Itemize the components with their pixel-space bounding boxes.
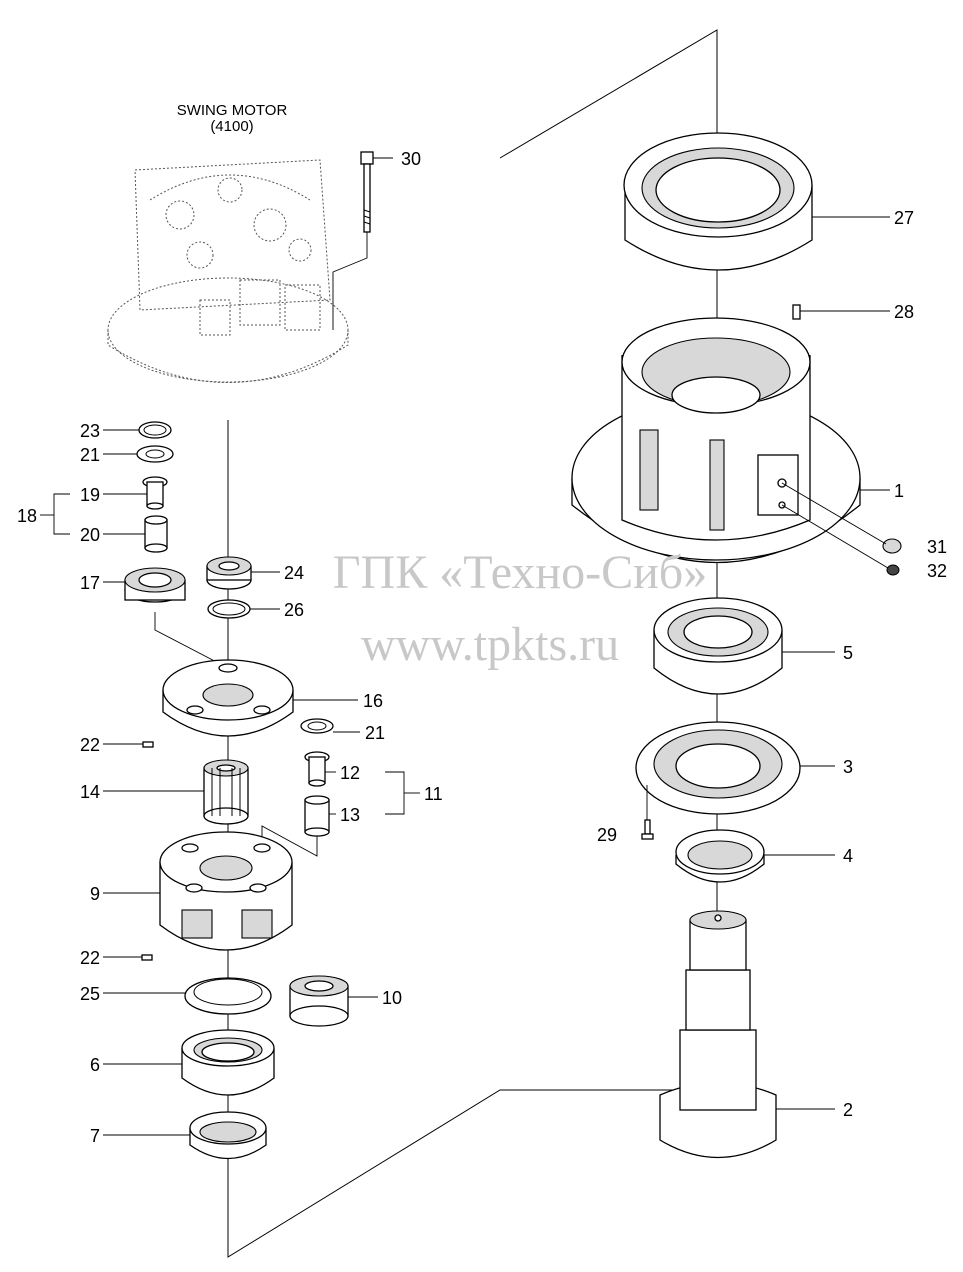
- callout-12: 12: [340, 763, 360, 783]
- callout-labels: 30 23 21 19 20 18 17 24 26 16 21 22 12 1…: [17, 149, 947, 1146]
- bushing-axis: [261, 825, 318, 857]
- callout-19: 19: [80, 485, 100, 505]
- part-6-bearing: [181, 1029, 275, 1096]
- callout-2: 2: [843, 1100, 853, 1120]
- callout-26: 26: [284, 600, 304, 620]
- callout-10: 10: [382, 988, 402, 1008]
- part-24-gear: [206, 556, 252, 590]
- part-14-gear: [203, 759, 249, 825]
- callout-31: 31: [927, 537, 947, 557]
- part-21-washer-lower: [300, 718, 334, 734]
- carrier-axis-upper: [154, 612, 229, 669]
- callout-20: 20: [80, 525, 100, 545]
- callout-5: 5: [843, 643, 853, 663]
- part-27-ring-gear: [623, 132, 813, 271]
- part-12-bushing: [304, 751, 330, 787]
- part-3-plate: [635, 721, 801, 815]
- callout-21-upper: 21: [80, 445, 100, 465]
- callout-14: 14: [80, 782, 100, 802]
- part-22-pin-lower: [141, 954, 153, 961]
- callout-18: 18: [17, 506, 37, 526]
- swing-motor-ghost: [107, 159, 349, 383]
- callout-24: 24: [284, 563, 304, 583]
- part-25-ring: [184, 977, 272, 1015]
- callout-22-upper: 22: [80, 735, 100, 755]
- part-32-plug: [886, 564, 900, 576]
- callout-29: 29: [597, 825, 617, 845]
- callout-27: 27: [894, 208, 914, 228]
- callout-9: 9: [90, 884, 100, 904]
- callout-30: 30: [401, 149, 421, 169]
- part-13-bushing: [304, 795, 330, 837]
- callout-4: 4: [843, 846, 853, 866]
- bolt-30-axis: [332, 232, 368, 330]
- part-7-seal: [189, 1111, 267, 1160]
- callout-23: 23: [80, 421, 100, 441]
- part-10-gear: [289, 975, 349, 1027]
- part-19-bushing: [142, 476, 168, 510]
- part-29-bolt: [641, 819, 654, 840]
- callout-3: 3: [843, 757, 853, 777]
- callout-21-lower: 21: [365, 723, 385, 743]
- callout-1: 1: [894, 481, 904, 501]
- part-2-pinion-shaft: [659, 910, 777, 1159]
- part-21-washer: [136, 445, 174, 463]
- callout-13: 13: [340, 805, 360, 825]
- part-17-gear: [124, 567, 186, 603]
- swing-motor-title: SWING MOTOR: [177, 102, 288, 119]
- swing-motor-code: (4100): [210, 118, 253, 135]
- leader-lines: [40, 157, 890, 1136]
- callout-11: 11: [424, 784, 443, 804]
- plug-31-axis: [781, 482, 887, 545]
- part-16-carrier-plate: [162, 659, 294, 737]
- part-9-carrier: [159, 831, 293, 951]
- callout-7: 7: [90, 1126, 100, 1146]
- watermark-url: www.tpkts.ru: [361, 618, 619, 671]
- plug-32-axis: [781, 504, 889, 569]
- part-5-bearing: [653, 597, 783, 695]
- callout-17: 17: [80, 573, 100, 593]
- part-4-seal: [675, 829, 765, 883]
- part-28-pin: [792, 304, 801, 320]
- part-31-plug: [882, 538, 902, 554]
- callout-32: 32: [927, 561, 947, 581]
- callout-6: 6: [90, 1055, 100, 1075]
- part-22-pin-upper: [142, 741, 154, 748]
- callout-25: 25: [80, 984, 100, 1004]
- part-20-bushing: [144, 515, 168, 553]
- callout-16: 16: [363, 691, 383, 711]
- callout-28: 28: [894, 302, 914, 322]
- callout-22-lower: 22: [80, 948, 100, 968]
- watermark-company: ГПК «Техно-Сиб»: [333, 546, 707, 599]
- part-30-bolt: [360, 151, 374, 233]
- part-1-housing: [571, 317, 861, 563]
